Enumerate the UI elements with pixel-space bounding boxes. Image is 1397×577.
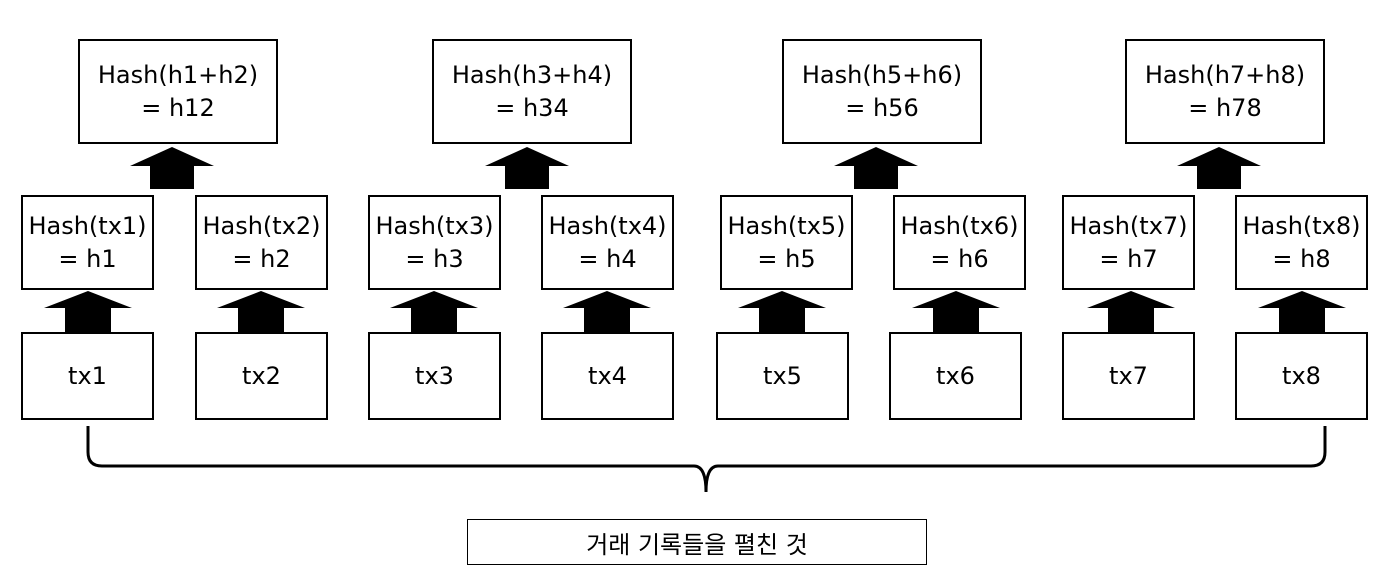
leaf-hash-box-h6: Hash(tx6) = h6 [893, 195, 1026, 290]
pair-hash-box-h34: Hash(h3+h4) = h34 [432, 39, 632, 144]
up-arrow-icon [912, 291, 1000, 332]
up-arrow-icon [834, 147, 918, 189]
leaf-hash-box-h4: Hash(tx4) = h4 [541, 195, 674, 290]
transaction-label: tx7 [1109, 362, 1148, 390]
up-arrow-icon [1177, 147, 1261, 189]
leaf-hash-label: Hash(tx1) = h1 [28, 211, 147, 273]
pair-hash-label: Hash(h3+h4) = h34 [451, 60, 613, 122]
leaf-hash-box-h3: Hash(tx3) = h3 [368, 195, 501, 290]
up-arrow-icon [1087, 291, 1175, 332]
leaf-hash-box-h2: Hash(tx2) = h2 [195, 195, 328, 290]
transaction-label: tx2 [242, 362, 281, 390]
transaction-label: tx5 [763, 362, 802, 390]
leaf-hash-label: Hash(tx4) = h4 [548, 211, 667, 273]
transaction-box-tx3: tx3 [368, 332, 501, 420]
pair-hash-box-h56: Hash(h5+h6) = h56 [782, 39, 982, 144]
pair-hash-box-h12: Hash(h1+h2) = h12 [78, 39, 278, 144]
leaf-hash-label: Hash(tx8) = h8 [1242, 211, 1361, 273]
leaf-hash-box-h5: Hash(tx5) = h5 [720, 195, 853, 290]
pair-hash-label: Hash(h5+h6) = h56 [801, 60, 963, 122]
leaf-hash-label: Hash(tx5) = h5 [727, 211, 846, 273]
pair-hash-box-h78: Hash(h7+h8) = h78 [1125, 39, 1325, 144]
up-arrow-icon [563, 291, 651, 332]
up-arrow-icon [44, 291, 132, 332]
transaction-box-tx2: tx2 [195, 332, 328, 420]
caption-label: 거래 기록들을 펼친 것 [586, 530, 808, 559]
transaction-box-tx7: tx7 [1062, 332, 1195, 420]
pair-hash-label: Hash(h7+h8) = h78 [1144, 60, 1306, 122]
up-arrow-icon [738, 291, 826, 332]
grouping-brace [86, 426, 1327, 493]
leaf-hash-box-h8: Hash(tx8) = h8 [1235, 195, 1368, 290]
transaction-box-tx4: tx4 [541, 332, 674, 420]
transaction-box-tx5: tx5 [716, 332, 849, 420]
leaf-hash-label: Hash(tx7) = h7 [1069, 211, 1188, 273]
leaf-hash-label: Hash(tx3) = h3 [375, 211, 494, 273]
leaf-hash-box-h7: Hash(tx7) = h7 [1062, 195, 1195, 290]
transaction-label: tx1 [68, 362, 107, 390]
transaction-label: tx8 [1282, 362, 1321, 390]
caption-box: 거래 기록들을 펼친 것 [467, 519, 927, 565]
transaction-label: tx6 [936, 362, 975, 390]
leaf-hash-label: Hash(tx6) = h6 [900, 211, 1019, 273]
up-arrow-icon [217, 291, 305, 332]
transaction-label: tx3 [415, 362, 454, 390]
leaf-hash-label: Hash(tx2) = h2 [202, 211, 321, 273]
leaf-hash-box-h1: Hash(tx1) = h1 [21, 195, 154, 290]
transaction-label: tx4 [588, 362, 627, 390]
up-arrow-icon [130, 147, 214, 189]
pair-hash-label: Hash(h1+h2) = h12 [97, 60, 259, 122]
transaction-box-tx1: tx1 [21, 332, 154, 420]
transaction-box-tx8: tx8 [1235, 332, 1368, 420]
up-arrow-icon [1258, 291, 1346, 332]
up-arrow-icon [390, 291, 478, 332]
transaction-box-tx6: tx6 [889, 332, 1022, 420]
up-arrow-icon [485, 147, 569, 189]
